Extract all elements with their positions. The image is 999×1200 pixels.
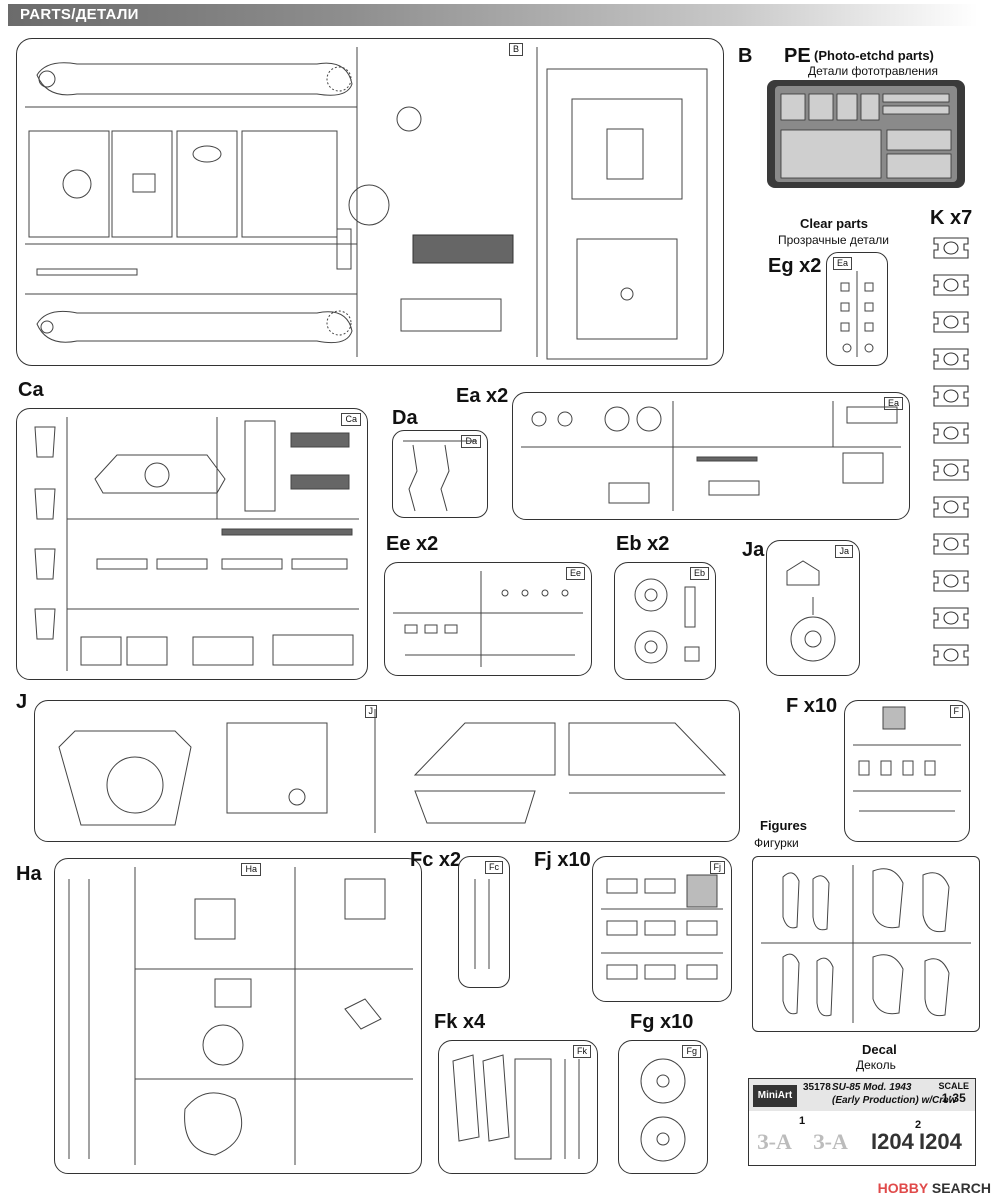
decal-caption-ru: Деколь bbox=[856, 1058, 896, 1072]
label-fg: Fg x10 bbox=[630, 1011, 694, 1033]
figures-caption-ru: Фигурки bbox=[754, 836, 799, 850]
label-fj: Fj x10 bbox=[534, 849, 591, 871]
label-fc: Fc x2 bbox=[410, 849, 462, 871]
miniart-logo-text: MiniArt bbox=[757, 1090, 793, 1101]
sprue-ee-drawing bbox=[393, 571, 583, 667]
label-b: B bbox=[738, 45, 753, 67]
sprue-ca: Ca bbox=[16, 408, 368, 680]
pe-fret bbox=[767, 80, 965, 188]
sprue-fg: Fg bbox=[618, 1040, 708, 1174]
sprue-tag-ee: Ee bbox=[565, 567, 585, 580]
sprue-figures bbox=[752, 856, 980, 1032]
clear-caption-ru: Прозрачные детали bbox=[778, 233, 889, 247]
sprue-b-drawing bbox=[25, 47, 708, 360]
sprue-tag-j: J bbox=[364, 705, 377, 718]
decal-mark-3: I204 bbox=[871, 1129, 914, 1154]
decal-mark-2: З-А bbox=[813, 1129, 848, 1154]
sprue-f: F bbox=[844, 700, 970, 842]
label-ja: Ja bbox=[742, 539, 765, 561]
label-ha: Ha bbox=[16, 863, 42, 885]
sprue-b: B bbox=[16, 38, 724, 366]
sprue-ca-drawing bbox=[34, 417, 359, 671]
pe-fret-drawing bbox=[780, 93, 952, 179]
decal-scale-label: SCALE bbox=[938, 1081, 969, 1091]
pe-caption-en: (Photo-etchd parts) bbox=[814, 48, 934, 63]
clear-caption-en: Clear parts bbox=[800, 216, 868, 231]
sprue-fk-drawing bbox=[452, 1054, 580, 1160]
watermark-brand: HOBBY bbox=[877, 1180, 928, 1196]
sprue-tag-fj: Fj bbox=[709, 861, 725, 874]
label-fk: Fk x4 bbox=[434, 1011, 486, 1033]
sprue-tag-b: B bbox=[508, 43, 523, 56]
sprue-figures-drawing bbox=[761, 865, 971, 1023]
pe-fret-inner bbox=[775, 86, 957, 182]
decal-mark-1: З-А bbox=[757, 1129, 792, 1154]
label-k: K x7 bbox=[930, 207, 973, 229]
figures-caption-en: Figures bbox=[760, 818, 807, 833]
label-pe: PE bbox=[784, 45, 811, 67]
sprue-fk: Fk bbox=[438, 1040, 598, 1174]
sprue-ea: Ea bbox=[512, 392, 910, 520]
sprue-ha-drawing bbox=[68, 867, 413, 1165]
decal-scale: SCALE 1:35 bbox=[938, 1081, 969, 1105]
decal-mark-4: I204 bbox=[919, 1129, 962, 1154]
sprue-ea-drawing bbox=[521, 401, 901, 511]
hobbysearch-watermark: HOBBY SEARCH bbox=[878, 1180, 991, 1196]
sprue-tag-f: F bbox=[949, 705, 963, 718]
sprue-da-drawing bbox=[403, 440, 477, 512]
decal-kit-number: 35178 bbox=[803, 1082, 831, 1093]
decal-model-line2: (Early Production) w/Crew bbox=[832, 1095, 957, 1106]
sprue-tag-eb: Eb bbox=[689, 567, 709, 580]
sprue-fc: Fc bbox=[458, 856, 510, 988]
sprue-tag-ja: Ja bbox=[835, 545, 853, 558]
decal-index-1: 1 bbox=[799, 1115, 806, 1127]
label-f: F x10 bbox=[786, 695, 838, 717]
sprue-f-drawing bbox=[853, 706, 961, 812]
label-ea: Ea x2 bbox=[456, 385, 509, 407]
sprue-j: J bbox=[34, 700, 740, 842]
decal-caption-en: Decal bbox=[862, 1042, 897, 1057]
sprue-fj-drawing bbox=[601, 874, 723, 980]
sprue-ha: Ha bbox=[54, 858, 422, 1174]
miniart-logo: MiniArt bbox=[753, 1085, 797, 1107]
watermark-suffix: SEARCH bbox=[931, 1180, 991, 1196]
sprue-tag-eg: Ea bbox=[833, 257, 853, 270]
decal-sheet: MiniArt 35178 SU-85 Mod. 1943 (Early Pro… bbox=[748, 1078, 976, 1166]
page-title: PARTS/ДЕТАЛИ bbox=[20, 6, 139, 23]
sprue-fj: Fj bbox=[592, 856, 732, 1002]
label-ee: Ee x2 bbox=[386, 533, 439, 555]
sprue-eg-drawing bbox=[840, 271, 874, 357]
sprue-ja: Ja bbox=[766, 540, 860, 676]
label-j: J bbox=[16, 691, 28, 713]
track-links-k bbox=[933, 237, 969, 666]
sprue-tag-fc: Fc bbox=[485, 861, 503, 874]
decal-index-2: 2 bbox=[915, 1119, 922, 1131]
sprue-ja-drawing bbox=[786, 560, 836, 662]
decal-scale-value: 1:35 bbox=[941, 1091, 966, 1105]
label-da: Da bbox=[392, 407, 418, 429]
decal-model-line1: SU-85 Mod. 1943 bbox=[832, 1082, 912, 1093]
sprue-tag-fg: Fg bbox=[682, 1045, 701, 1058]
label-eg: Eg x2 bbox=[768, 255, 822, 277]
label-ca: Ca bbox=[18, 379, 44, 401]
sprue-eb: Eb bbox=[614, 562, 716, 680]
sprue-ee: Ee bbox=[384, 562, 592, 676]
sprue-eg: Ea bbox=[826, 252, 888, 366]
label-eb: Eb x2 bbox=[616, 533, 670, 555]
sprue-fg-drawing bbox=[640, 1058, 686, 1162]
sprue-tag-ha: Ha bbox=[241, 863, 261, 876]
sprue-eb-drawing bbox=[634, 578, 700, 664]
sprue-fc-drawing bbox=[474, 879, 490, 969]
sprue-j-drawing bbox=[58, 709, 727, 833]
sprue-tag-fk: Fk bbox=[573, 1045, 591, 1058]
decal-header-strip: MiniArt 35178 SU-85 Mod. 1943 (Early Pro… bbox=[749, 1079, 975, 1111]
pe-caption-ru: Детали фототравления bbox=[808, 64, 938, 78]
header-bar: PARTS/ДЕТАЛИ bbox=[8, 4, 978, 26]
sprue-tag-ca: Ca bbox=[341, 413, 361, 426]
sprue-da: Da bbox=[392, 430, 488, 518]
